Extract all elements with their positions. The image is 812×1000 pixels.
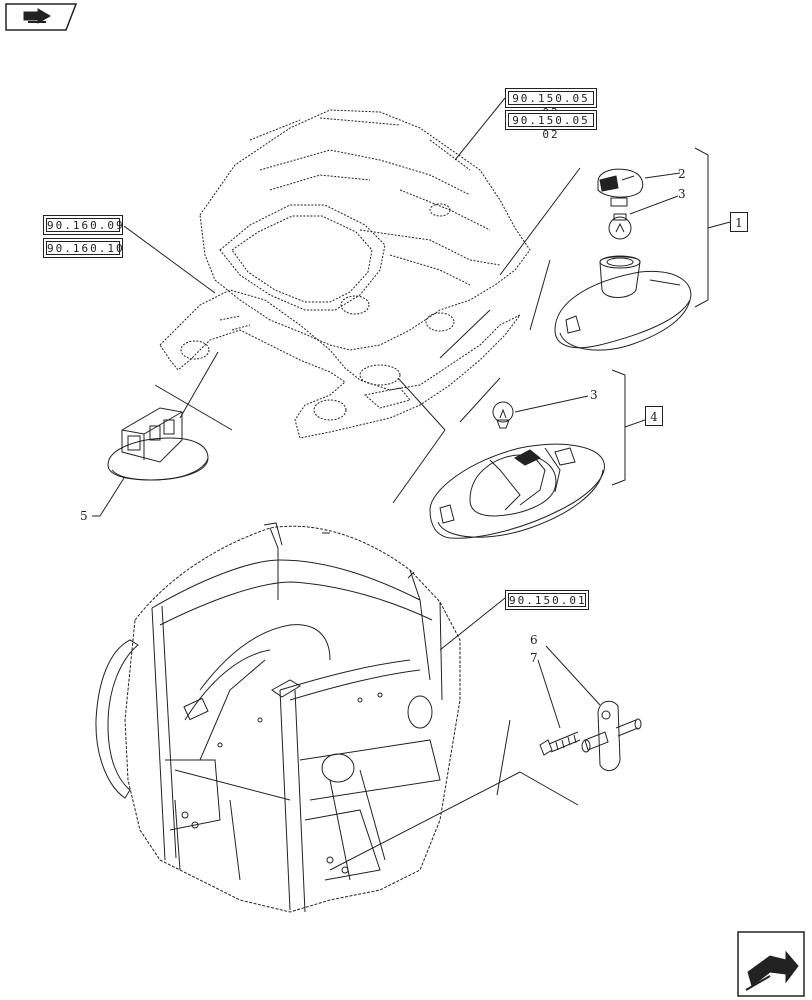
group-box-1[interactable]: 1: [730, 212, 748, 232]
leader-lines-roof: [123, 97, 581, 504]
ref-text-left-1: 90.160.09: [46, 218, 125, 232]
ref-box-roof-1[interactable]: 90.150.05 02: [505, 88, 597, 119]
callout-2: 2: [678, 167, 686, 181]
bracket-group-1: [694, 147, 709, 308]
callout-7: 7: [530, 651, 538, 665]
bulb-top: [608, 213, 632, 240]
switch-part-5: [107, 407, 209, 481]
group-box-4[interactable]: 4: [645, 406, 663, 426]
ref-text-left-2: 90.160.10: [46, 241, 125, 255]
leader-7: [537, 659, 561, 729]
plate-part-6: [581, 700, 642, 772]
bolt-part-7: [539, 731, 581, 756]
bracket-group-4: [611, 369, 626, 486]
ref-text-roof-1: 90.150.05 02: [508, 91, 594, 119]
leader-cab-c: [519, 771, 579, 806]
leader-3-top: [629, 195, 679, 215]
courtesy-lamp-assembly: [429, 443, 605, 539]
bulb-mid: [492, 401, 514, 429]
leader-cab-a: [496, 719, 511, 796]
leader-cab-b: [329, 771, 521, 871]
next-page-arrow-icon[interactable]: [737, 931, 805, 997]
ref-text-cab: 90.150.01: [508, 593, 587, 607]
callout-6: 6: [530, 633, 538, 647]
leader-group-1: [707, 221, 731, 229]
ref-text-roof-2: 90.150.05 02: [508, 113, 594, 141]
ref-box-left-1[interactable]: 90.160.09: [43, 215, 123, 235]
callout-3-top: 3: [678, 187, 686, 201]
cab-frame: [95, 522, 461, 913]
leader-3-mid: [514, 395, 589, 413]
leader-6: [545, 645, 601, 706]
dome-light-lens-top: [554, 255, 692, 351]
ref-box-roof-2[interactable]: 90.150.05 02: [505, 110, 597, 141]
roof-headliner: [159, 109, 531, 439]
leader-cab-ref: [439, 597, 506, 651]
leader-2: [644, 172, 681, 179]
leader-5-b: [99, 477, 125, 517]
leader-group-4: [624, 419, 646, 428]
callout-3-mid: 3: [590, 388, 598, 402]
ref-box-cab[interactable]: 90.150.01: [505, 590, 589, 610]
book-arrow-icon[interactable]: [5, 3, 78, 31]
callout-5: 5: [80, 509, 88, 523]
bulb-socket: [597, 168, 644, 207]
ref-box-left-2[interactable]: 90.160.10: [43, 238, 123, 258]
